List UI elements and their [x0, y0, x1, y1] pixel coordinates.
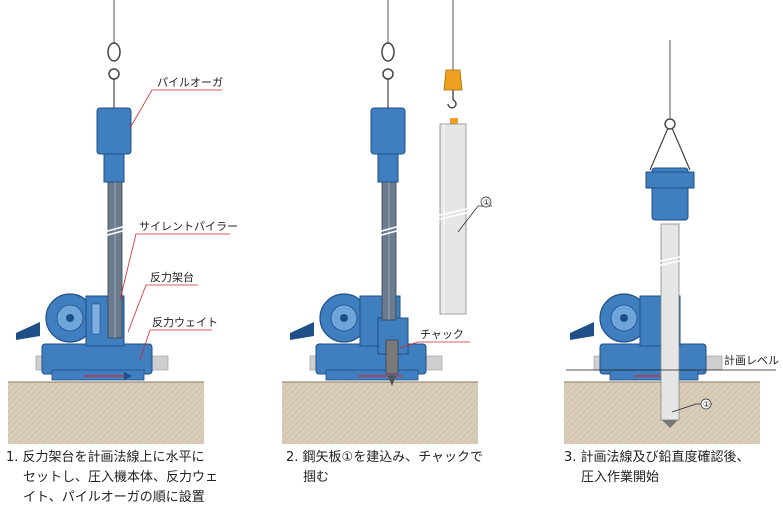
panel-step-3: 計画レベル ①: [564, 40, 779, 444]
svg-text:チャック: チャック: [420, 328, 464, 341]
label-reaction-weight-1: 反力ウェイト: [139, 316, 218, 361]
step-1-line-1: 1. 反力架台を計画法線上に水平に: [6, 450, 205, 465]
svg-text:①: ①: [483, 198, 490, 207]
pile-auger-2: [370, 107, 406, 155]
svg-text:パイルオーガ: パイルオーガ: [157, 76, 223, 89]
step-2-line-1: 2. 鋼矢板①を建込み、チャックで: [286, 450, 484, 465]
machine-base-1: [41, 343, 153, 375]
step-1-line-3: イト、パイルオーガの順に設置: [23, 490, 205, 505]
step-3-caption: 3. 計画法線及び鉛直度確認後、 圧入作業開始: [564, 448, 750, 488]
pile-auger-1: [96, 107, 132, 155]
step-1-caption: 1. 反力架台を計画法線上に水平に セットし、圧入機本体、反力ウェ イト、パイル…: [6, 448, 218, 508]
label-silent-piler-1: サイレントパイラー: [119, 220, 238, 301]
step-3-line-2: 圧入作業開始: [581, 470, 660, 485]
svg-text:サイレントパイラー: サイレントパイラー: [139, 220, 238, 233]
machine-base-3: [599, 343, 707, 375]
step-3-line-1: 3. 計画法線及び鉛直度確認後、: [564, 450, 750, 465]
sheet-pile-3: [660, 223, 680, 421]
svg-text:①: ①: [703, 400, 710, 409]
label-chuck-2: チャック: [399, 328, 470, 349]
label-sheet-pile-number-3: ①: [671, 398, 712, 413]
svg-text:計画レベル: 計画レベル: [724, 353, 779, 367]
crane-hook-2: [443, 69, 463, 91]
panel-step-2: ① チャック: [282, 0, 492, 444]
panel-step-1: パイルオーガ サイレントパイラー 反力架台 反力ウェイト: [8, 0, 238, 444]
step-1-line-2: セットし、圧入機本体、反力ウェ: [23, 470, 219, 485]
label-reaction-stand-1: 反力架台: [127, 270, 198, 333]
machine-base-2: [315, 343, 427, 375]
step-2-caption: 2. 鋼矢板①を建込み、チャックで 掴む: [286, 448, 483, 488]
label-plan-level-3: 計画レベル: [566, 353, 779, 371]
label-pile-auger-1: パイルオーガ: [129, 76, 223, 129]
step-2-line-2: 掴む: [303, 470, 330, 485]
label-sheet-pile-number-2: ①: [457, 196, 492, 233]
svg-text:反力ウェイト: 反力ウェイト: [152, 316, 218, 329]
svg-text:反力架台: 反力架台: [150, 270, 194, 284]
